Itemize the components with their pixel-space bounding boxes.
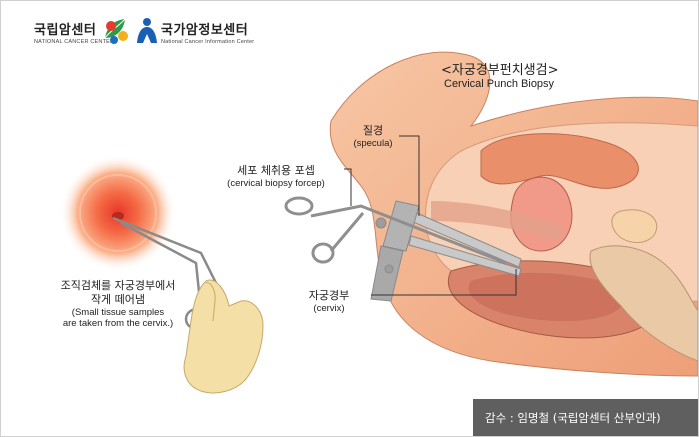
multicolor-leaf-icon [104, 18, 128, 44]
sample-label-ko-line2: 작게 떼어냄 [90, 292, 146, 306]
credit-footer: 감수 : 임명철 (국립암센터 산부인과) [473, 399, 698, 436]
sample-label-en-line2: are taken from the cervix.) [62, 318, 174, 330]
nci-logo: 국가암정보센터 National Cancer Information Cent… [161, 19, 254, 45]
speculum-label-ko: 질경 [362, 124, 384, 137]
blue-figure-icon [137, 18, 157, 43]
diagram-title-korean: <자궁경부펀치생검> [441, 63, 559, 78]
forcep-label-ko: 세포 체취용 포셉 [237, 164, 315, 177]
ncc-logo-subtext: NATIONAL CANCER CENTER [34, 39, 115, 45]
speculum-label: 질경 (specula) [346, 124, 400, 150]
credit-text: 감수 : 임명철 (국립암센터 산부인과) [485, 411, 661, 425]
forcep-label: 세포 체취용 포셉 (cervical biopsy forcep) [201, 164, 351, 190]
nci-logo-text: 국가암정보센터 [161, 23, 249, 38]
sample-label-ko-line1: 조직검체를 자궁경부에서 [60, 279, 176, 292]
nci-logo-subtext: National Cancer Information Center [161, 39, 255, 45]
sample-label-en-line1: (Small tissue samples [71, 306, 165, 318]
cervix-label: 자궁경부 (cervix) [289, 289, 369, 315]
forcep-label-en: (cervical biopsy forcep) [227, 177, 325, 189]
cervix-closeup [60, 155, 176, 271]
ncc-logo: 국립암센터 NATIONAL CANCER CENTER [34, 19, 114, 45]
speculum-label-en: (specula) [353, 137, 393, 149]
sample-label: 조직검체를 자궁경부에서 작게 떼어냄 (Small tissue sample… [38, 279, 198, 330]
leader-lines [344, 135, 517, 296]
diagram-title-english: Cervical Punch Biopsy [444, 78, 555, 90]
biopsy-forcep-instrument [284, 196, 507, 265]
gloved-hand [183, 279, 264, 394]
ncc-logo-text: 국립암센터 [34, 23, 97, 38]
speculum-instrument [370, 200, 522, 302]
cervix-label-en: (cervix) [313, 302, 345, 314]
cervix-label-ko: 자궁경부 [308, 289, 350, 302]
